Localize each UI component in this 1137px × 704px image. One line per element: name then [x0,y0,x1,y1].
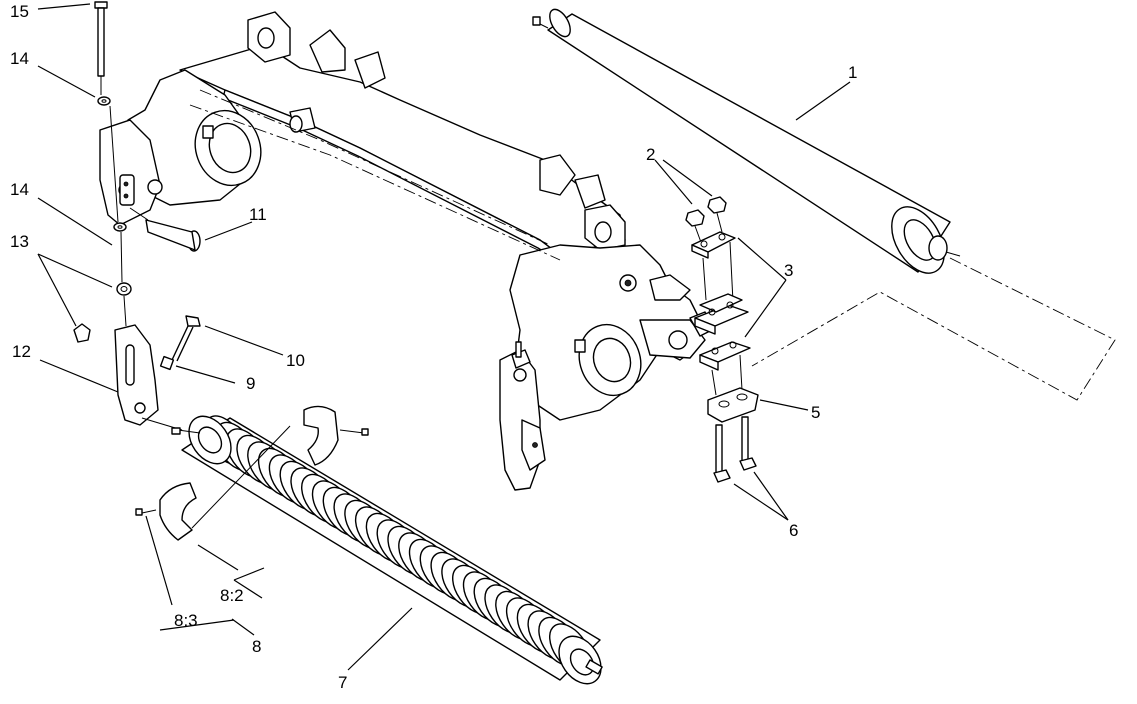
callout-3: 3 [784,261,793,280]
leader-lines [37,3,851,671]
callout-7: 7 [338,673,347,692]
callout-12: 12 [12,342,31,361]
callout-15: 15 [10,2,29,21]
callout-14-lower: 14 [10,180,29,199]
bracket-assembly [685,196,759,483]
frame-weldment [99,11,713,491]
clamp-halves [135,405,369,541]
callout-9: 9 [246,374,255,393]
callout-14-upper: 14 [10,49,29,68]
callout-1: 1 [848,63,857,82]
callout-labels: 1 2 3 5 6 7 8 8:2 8:3 9 10 11 12 13 14 1… [10,2,857,692]
callout-6: 6 [789,521,798,540]
callout-11: 11 [249,205,267,224]
callout-8-2: 8:2 [220,586,244,605]
left-hardware-stack [73,1,201,431]
callout-2: 2 [646,145,655,164]
callout-13: 13 [10,232,29,251]
callout-8: 8 [252,637,261,656]
roller-alignment-line [751,257,1116,401]
callout-5: 5 [811,403,820,422]
roller-part-1 [532,8,961,274]
callout-10: 10 [286,351,305,370]
brush-roller-part-7 [171,415,603,685]
callout-8-3: 8:3 [174,611,198,630]
